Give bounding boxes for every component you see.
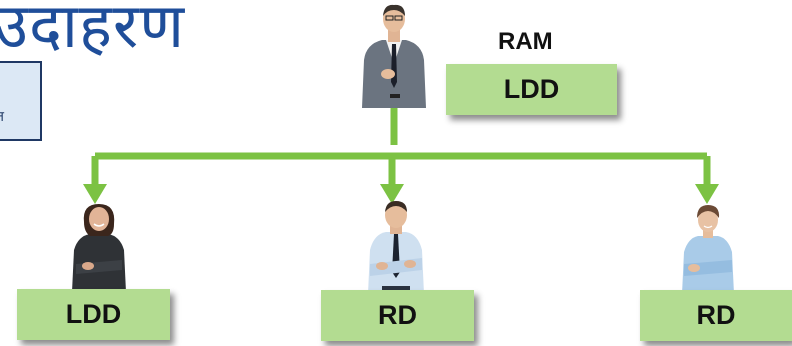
report-role-box-right: RD	[640, 290, 792, 341]
manager-avatar	[362, 4, 426, 108]
report-center-avatar	[368, 201, 424, 294]
side-text-box: त	[0, 61, 42, 141]
manager-name: RAM	[498, 28, 553, 55]
arrowhead-left	[83, 184, 107, 204]
arrowhead-right	[695, 184, 719, 204]
manager-role-box: LDD	[446, 64, 617, 115]
report-role-box-center: RD	[321, 290, 474, 341]
arrowhead-center	[380, 184, 404, 204]
slide-heading: उदाहरण	[0, 0, 186, 62]
report-right-avatar	[682, 205, 734, 294]
report-left-avatar	[72, 204, 126, 292]
side-box-text: त	[0, 107, 4, 126]
report-role-box-left: LDD	[17, 289, 170, 340]
